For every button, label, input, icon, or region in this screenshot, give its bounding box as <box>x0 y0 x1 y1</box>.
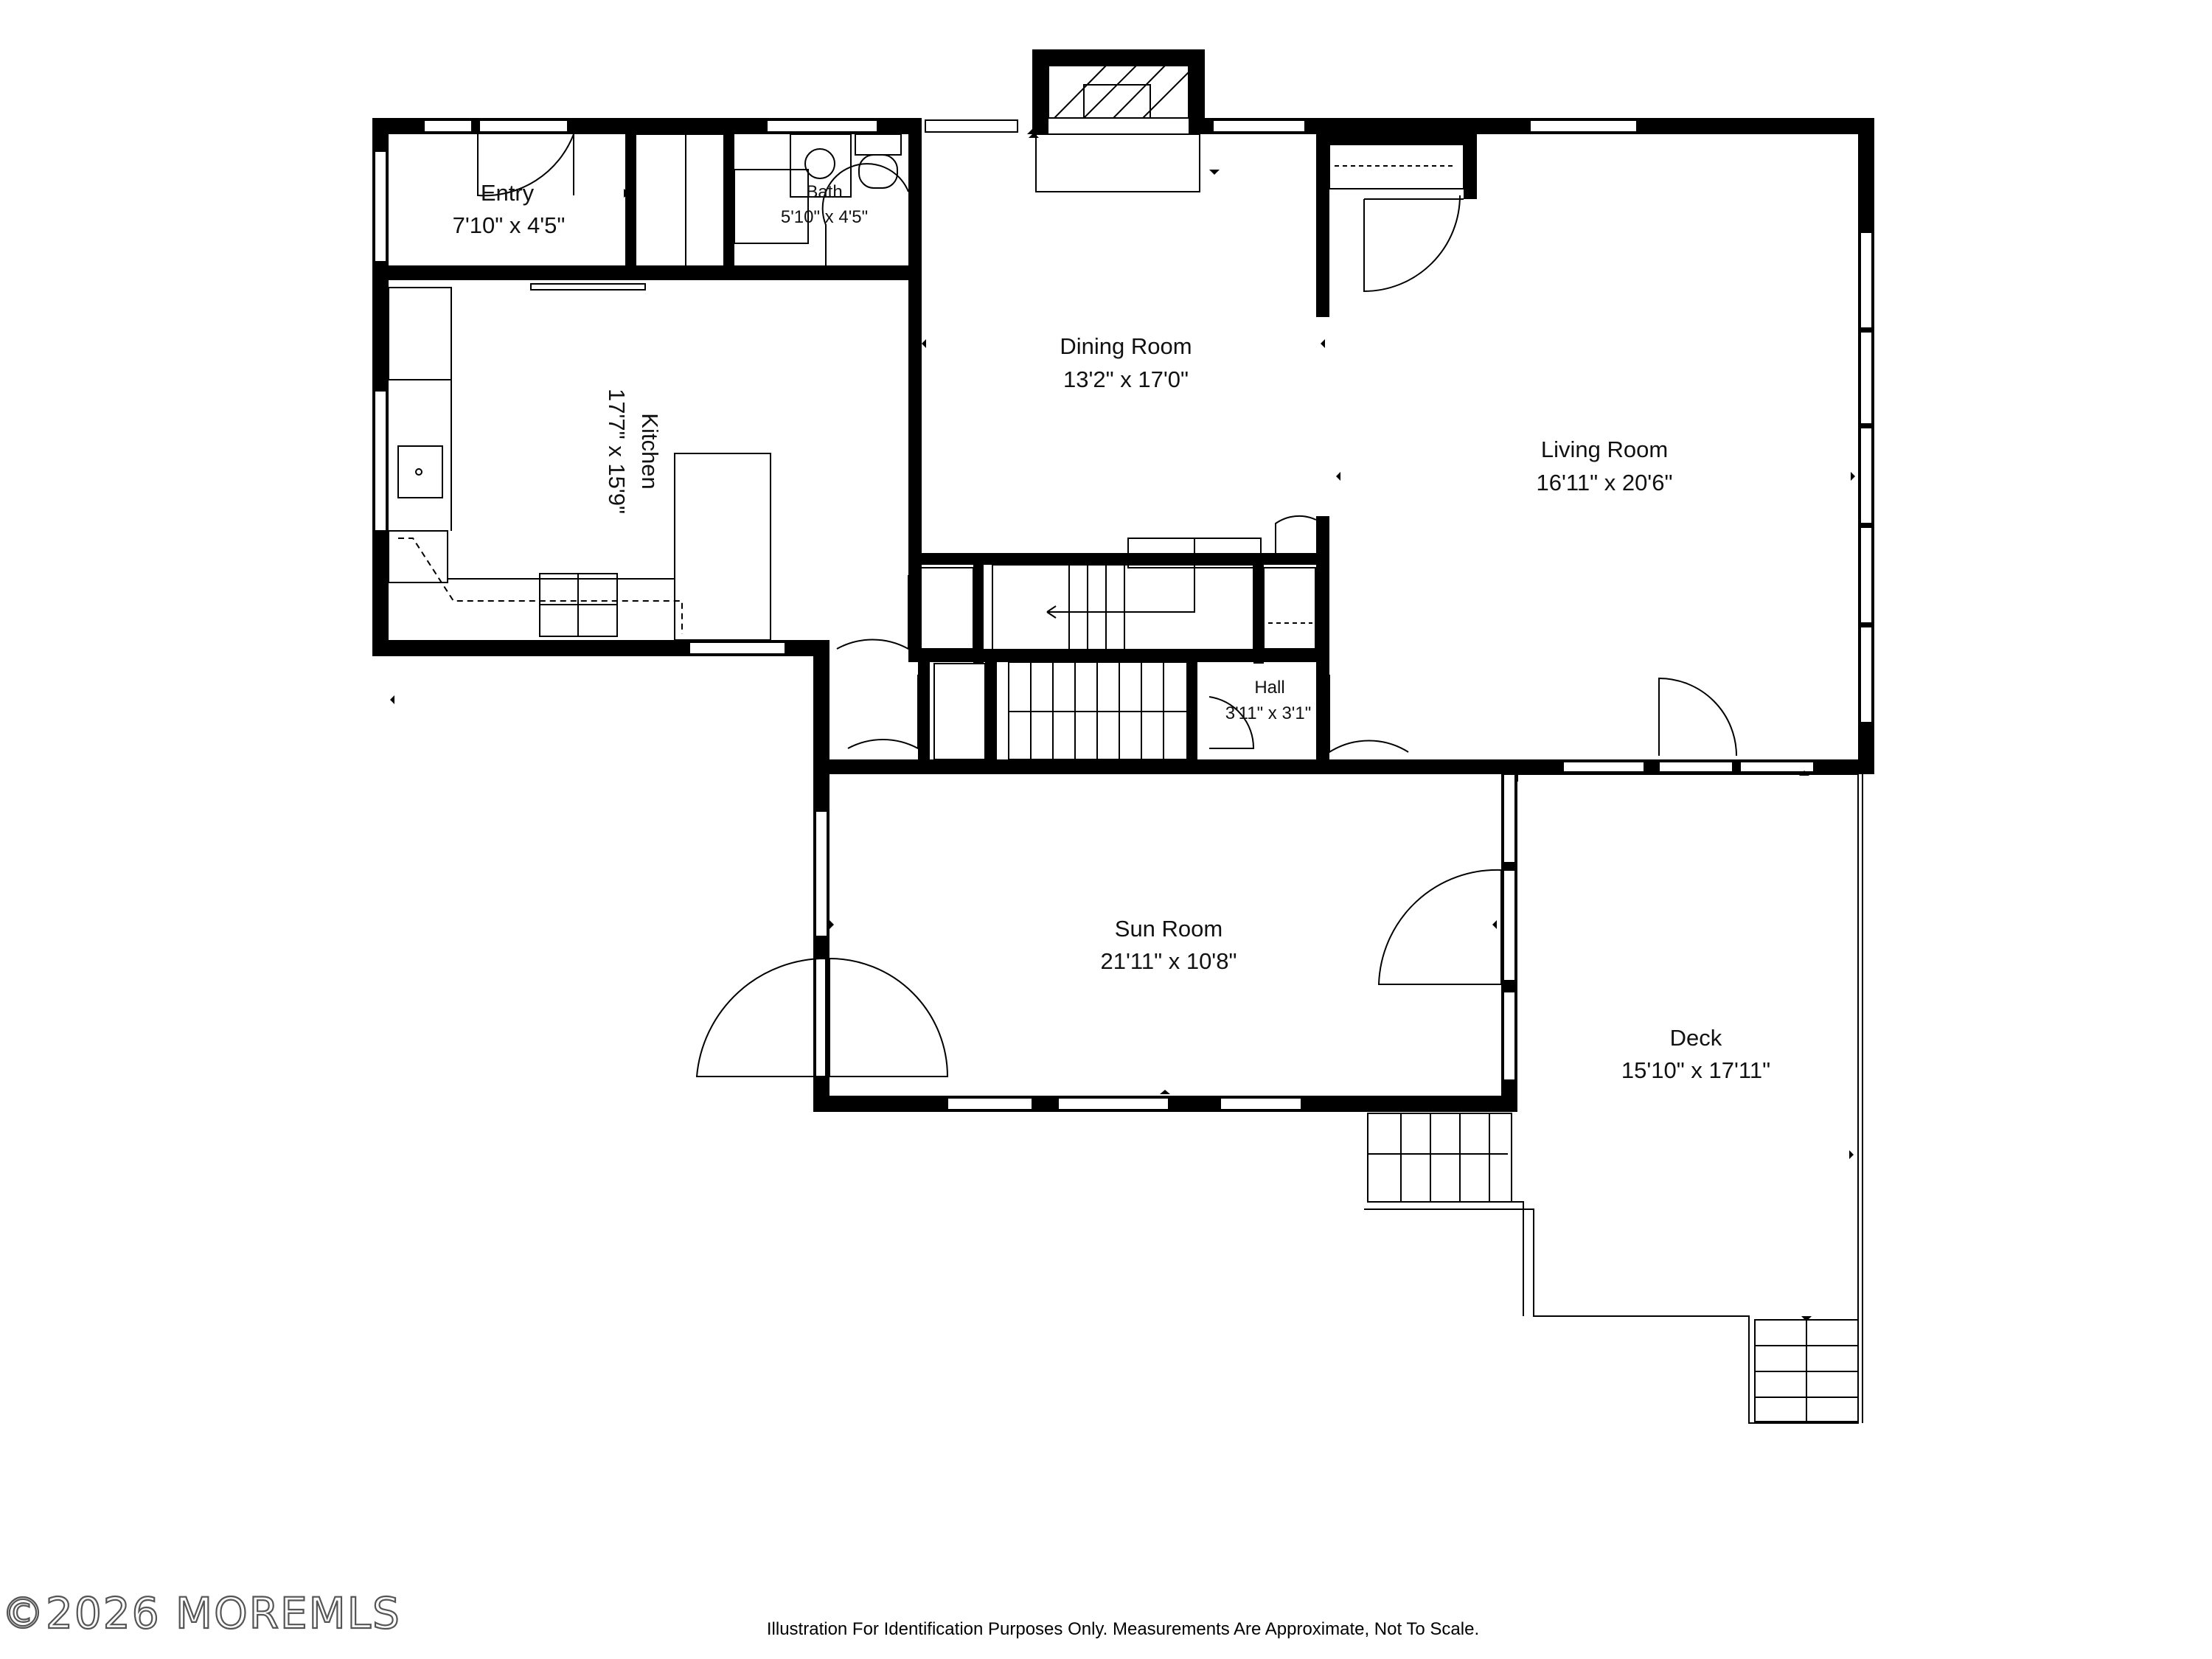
room-name-deck: Deck <box>1670 1025 1722 1051</box>
watermark: ©2026 MOREMLS <box>1 1588 401 1638</box>
room-size-living: 16'11" x 20'6" <box>1537 470 1673 495</box>
room-name-living: Living Room <box>1541 437 1668 462</box>
room-labels: Entry 7'10" x 4'5" Bath 5'10" x 4'5" Kit… <box>453 180 1770 1083</box>
room-size-kitchen: 17'7" x 15'9" <box>604 389 630 514</box>
room-name-hall: Hall <box>1254 678 1284 698</box>
room-size-hall: 3'11" x 3'1" <box>1225 703 1312 723</box>
disclaimer: Illustration For Identification Purposes… <box>767 1619 1479 1639</box>
room-name-kitchen: Kitchen <box>637 413 663 489</box>
windows <box>374 119 1873 1110</box>
room-size-deck: 15'10" x 17'11" <box>1621 1057 1770 1083</box>
room-name-bath: Bath <box>806 182 842 202</box>
room-name-dining: Dining Room <box>1060 333 1192 359</box>
room-size-sun: 21'11" x 10'8" <box>1101 948 1237 974</box>
room-size-bath: 5'10" x 4'5" <box>781 207 868 227</box>
room-size-entry: 7'10" x 4'5" <box>453 212 566 238</box>
fixtures <box>388 65 1863 1424</box>
room-size-dining: 13'2" x 17'0" <box>1063 366 1189 392</box>
room-name-sun: Sun Room <box>1115 916 1222 942</box>
room-name-entry: Entry <box>481 180 535 206</box>
